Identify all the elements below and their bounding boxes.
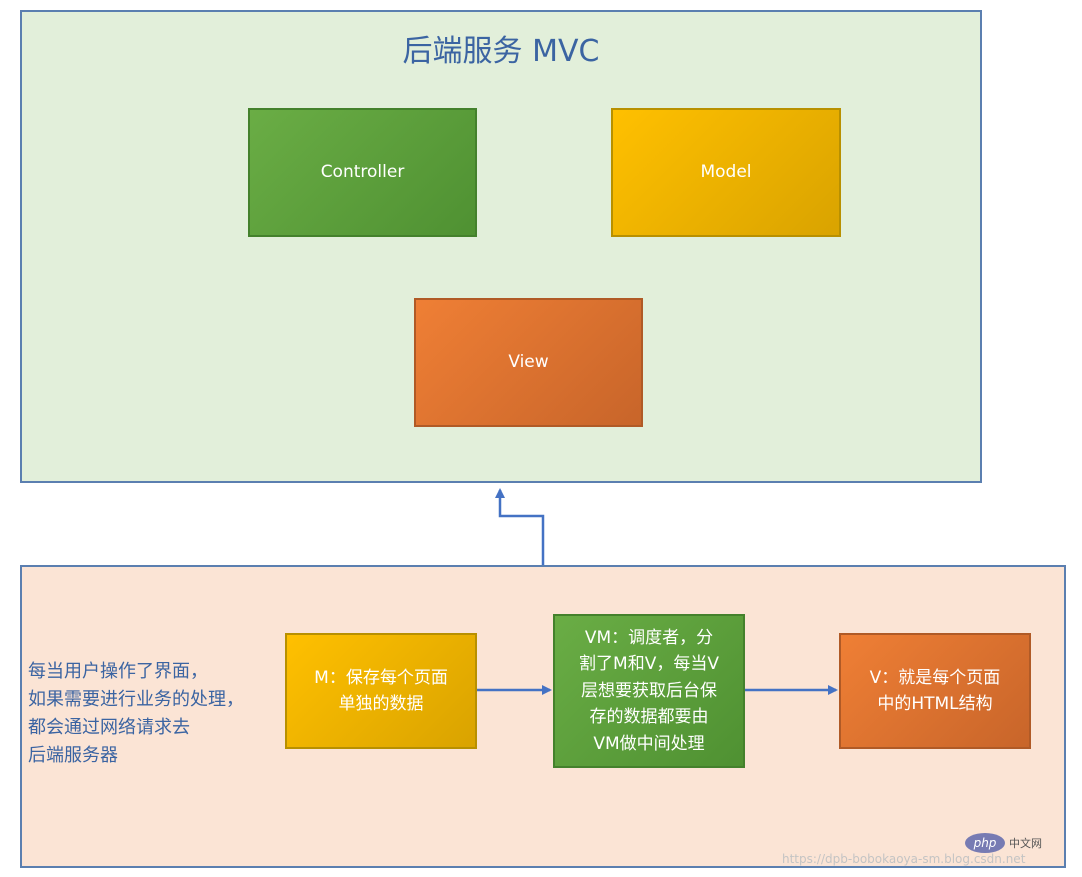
v-box: V：就是每个页面 中的HTML结构 [839, 633, 1031, 749]
mvc-title: 后端服务 MVC [402, 34, 600, 69]
m-box: M：保存每个页面 单独的数据 [285, 633, 477, 749]
arrow-to-backend [495, 488, 545, 565]
request-note: 每当用户操作了界面， 如果需要进行业务的处理， 都会通过网络请求去 后端服务器 [28, 661, 244, 766]
watermark-url: https://dpb-bobokaoya-sm.blog.csdn.net [782, 852, 1026, 866]
php-watermark: php 中文网 [965, 833, 1042, 853]
controller-box: Controller [248, 108, 477, 237]
php-logo: php [965, 833, 1005, 853]
vm-box: VM：调度者，分 割了M和V，每当V 层想要获取后台保 存的数据都要由 VM做中… [553, 614, 745, 768]
model-box: Model [611, 108, 841, 237]
php-site-label: 中文网 [1009, 837, 1042, 850]
view-box: View [414, 298, 643, 427]
